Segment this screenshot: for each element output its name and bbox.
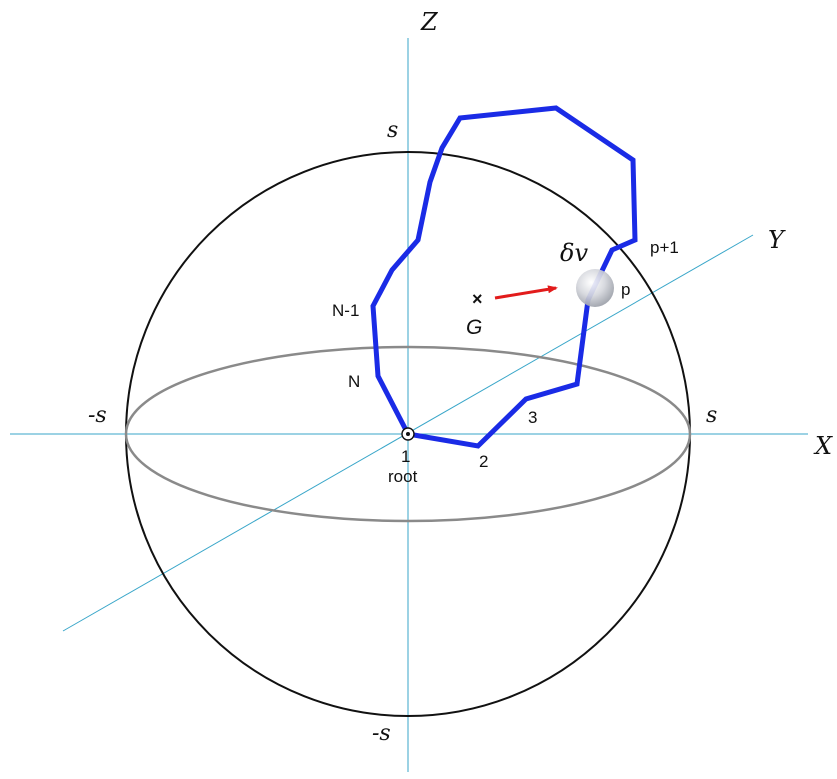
equator-ellipse <box>124 345 692 523</box>
node-p-plus-1-label: p+1 <box>650 238 679 257</box>
z-axis-label: Z <box>420 8 439 36</box>
y-axis-label: Y <box>768 226 786 254</box>
node-p-label: p <box>621 280 630 299</box>
node-1-label: 1 <box>401 447 410 466</box>
centroid-marker: × <box>472 289 483 309</box>
sphere-top-label: s <box>387 118 398 143</box>
polymer-chain <box>370 105 638 449</box>
node-2-label: 2 <box>479 452 488 471</box>
sphere-left-label: -s <box>88 403 107 428</box>
centroid-label: G <box>466 316 482 339</box>
sphere-right-label: s <box>706 403 717 428</box>
displacement-arrow <box>494 285 558 300</box>
root-label: root <box>388 467 418 486</box>
node-n-minus-1-label: N-1 <box>332 301 359 320</box>
x-axis-label: X <box>813 432 833 460</box>
root-marker-inner <box>406 432 410 436</box>
sphere-bottom-label: -s <box>372 721 391 746</box>
volume-element-label: δv <box>560 239 588 267</box>
volume-element-ball <box>576 269 614 307</box>
node-3-label: 3 <box>528 408 537 427</box>
node-n-label: N <box>348 372 360 391</box>
